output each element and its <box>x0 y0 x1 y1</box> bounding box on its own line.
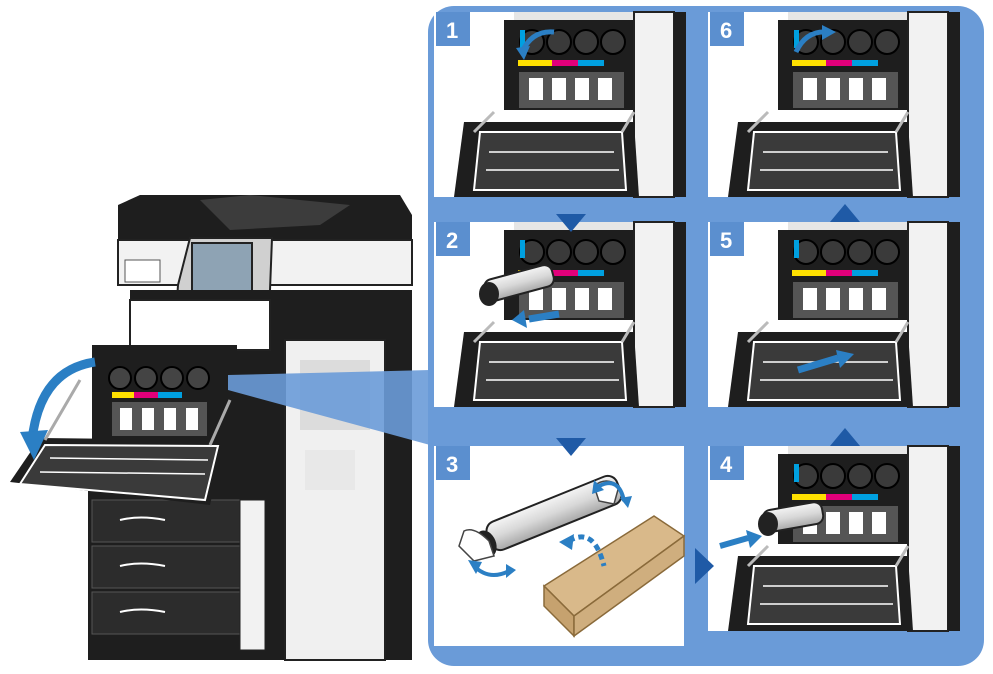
pull-arrow-icon <box>528 310 560 323</box>
zoom-beam <box>228 370 430 445</box>
step-number-3: 3 <box>436 446 470 480</box>
flow-arrow-5-6 <box>830 204 860 222</box>
step-number-4: 4 <box>710 446 744 480</box>
step-label-4: 4 <box>720 452 733 477</box>
flow-arrow-2-3 <box>556 438 586 456</box>
insert-arrow-icon <box>719 535 749 549</box>
flow-arrow-4-5 <box>830 428 860 446</box>
push-arrow-icon <box>796 354 840 374</box>
shake-arrows-icon-2 <box>598 481 626 502</box>
step-panel-2 <box>432 220 688 409</box>
steps-frame: 1 2 3 4 5 6 <box>428 6 984 666</box>
copier-machine <box>10 195 413 661</box>
step-label-6: 6 <box>720 18 732 43</box>
flow-arrow-3-4 <box>695 548 714 584</box>
step-number-2: 2 <box>436 222 470 256</box>
step-panel-4 <box>706 444 962 633</box>
step-label-1: 1 <box>446 18 458 43</box>
step-panel-5 <box>706 220 962 409</box>
step-panel-3 <box>434 446 686 646</box>
open-door-arrow-icon <box>27 357 96 441</box>
step-label-2: 2 <box>446 228 458 253</box>
step-panel-1 <box>432 10 688 199</box>
flow-arrow-1-2 <box>556 214 586 232</box>
step-number-5: 5 <box>710 222 744 256</box>
step-panel-6 <box>706 10 962 199</box>
step-number-1: 1 <box>436 12 470 46</box>
step-label-3: 3 <box>446 452 458 477</box>
step-number-6: 6 <box>710 12 744 46</box>
step-label-5: 5 <box>720 228 732 253</box>
